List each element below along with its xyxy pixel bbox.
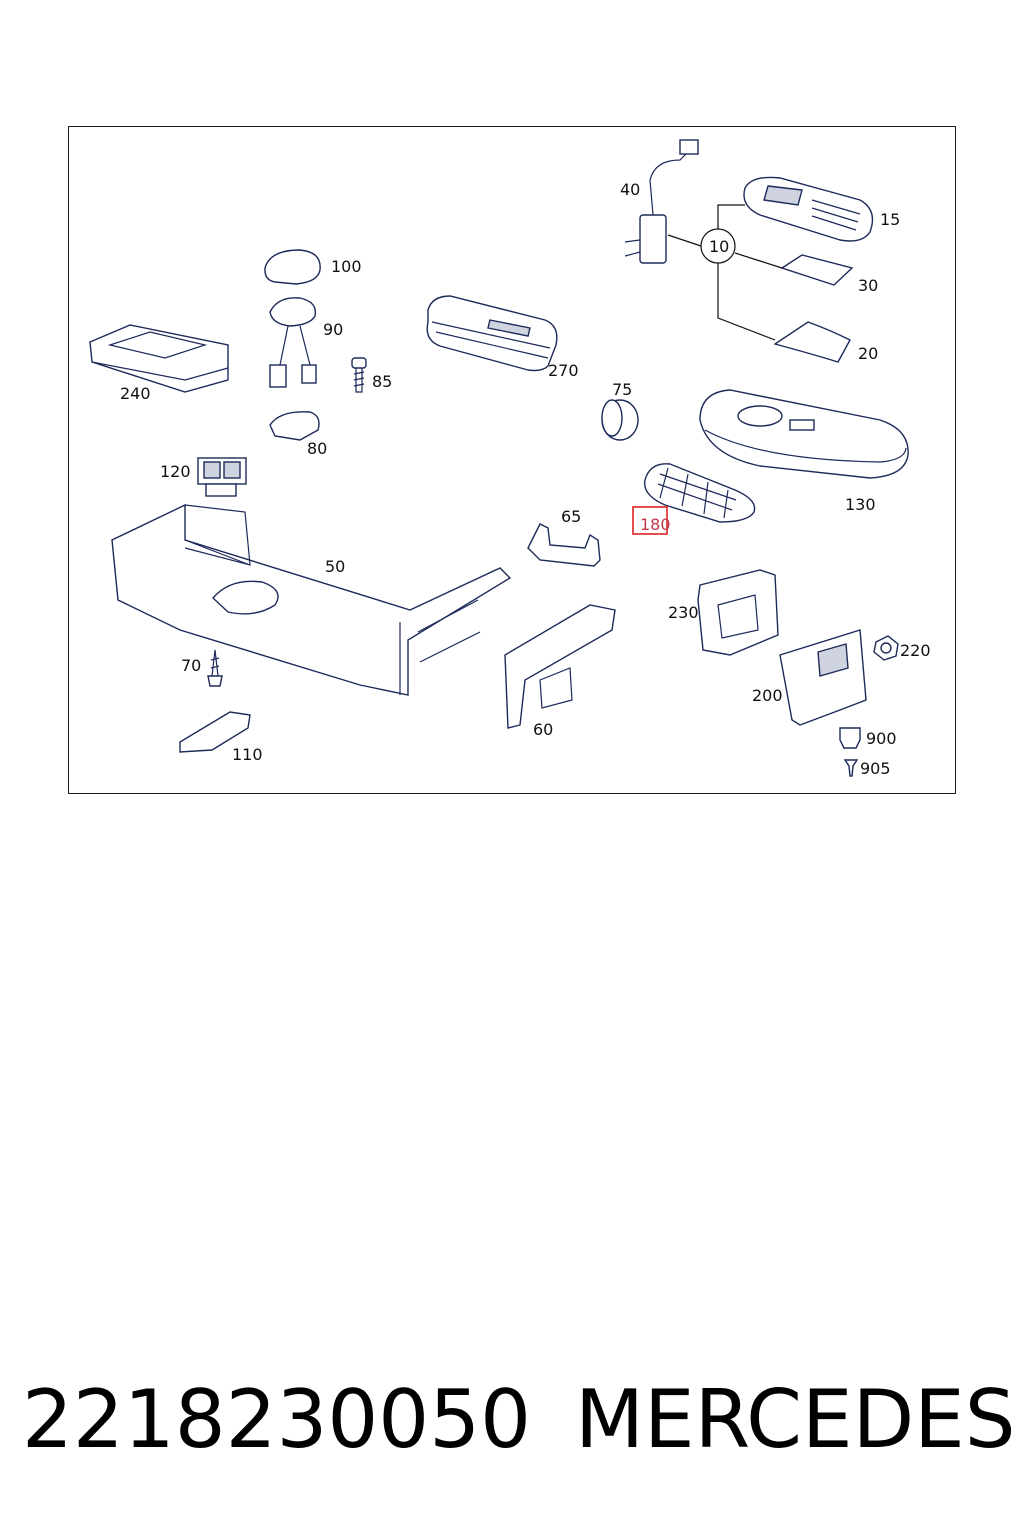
part-130-drawing — [699, 389, 909, 479]
part-50-drawing — [111, 503, 512, 696]
callout-110[interactable]: 110 — [232, 745, 263, 764]
part-number: 2218230050 — [22, 1373, 531, 1466]
callout-220[interactable]: 220 — [900, 641, 931, 660]
part-30-drawing — [780, 254, 854, 286]
part-200-drawing — [779, 629, 867, 726]
selected-callout-highlight — [632, 506, 668, 535]
part-120-drawing — [197, 457, 247, 497]
callout-200[interactable]: 200 — [752, 686, 783, 705]
callout-85[interactable]: 85 — [372, 372, 392, 391]
callout-900[interactable]: 900 — [866, 729, 897, 748]
brand-name: MERCEDES — [575, 1373, 1016, 1466]
callout-100[interactable]: 100 — [331, 257, 362, 276]
callout-130[interactable]: 130 — [845, 495, 876, 514]
part-60-drawing — [504, 604, 616, 729]
part-80-drawing — [269, 411, 320, 441]
part-905-drawing — [843, 759, 859, 777]
part-270-drawing — [426, 295, 558, 372]
part-70-drawing — [207, 649, 223, 687]
part-220-drawing — [873, 635, 899, 661]
callout-15[interactable]: 15 — [880, 210, 900, 229]
part-100-drawing — [264, 249, 321, 285]
part-20-drawing — [773, 321, 851, 363]
part-110-drawing — [179, 711, 251, 753]
callout-75[interactable]: 75 — [612, 380, 632, 399]
callout-180[interactable]: 180 — [640, 515, 671, 534]
callout-270[interactable]: 270 — [548, 361, 579, 380]
part-40-drawing — [624, 139, 699, 264]
part-900-drawing — [839, 727, 861, 749]
callout-70[interactable]: 70 — [181, 656, 201, 675]
callout-80[interactable]: 80 — [307, 439, 327, 458]
part-90-drawing — [269, 297, 317, 388]
callout-230[interactable]: 230 — [668, 603, 699, 622]
part-230-drawing — [697, 569, 779, 656]
footer-caption: 2218230050 MERCEDES — [0, 1370, 1024, 1470]
diagram-frame — [68, 126, 956, 794]
callout-240[interactable]: 240 — [120, 384, 151, 403]
callout-40[interactable]: 40 — [620, 180, 640, 199]
part-85-drawing — [351, 357, 367, 393]
callout-60[interactable]: 60 — [533, 720, 553, 739]
part-75-drawing — [601, 399, 639, 441]
callout-50[interactable]: 50 — [325, 557, 345, 576]
callout-10-group — [667, 204, 783, 341]
callout-65[interactable]: 65 — [561, 507, 581, 526]
callout-120[interactable]: 120 — [160, 462, 191, 481]
callout-90[interactable]: 90 — [323, 320, 343, 339]
part-65-drawing — [527, 523, 601, 567]
callout-10[interactable]: 10 — [709, 237, 729, 256]
callout-30[interactable]: 30 — [858, 276, 878, 295]
part-240-drawing — [89, 324, 229, 393]
part-180-drawing — [643, 463, 756, 523]
callout-20[interactable]: 20 — [858, 344, 878, 363]
part-15-drawing — [743, 176, 874, 242]
callout-905[interactable]: 905 — [860, 759, 891, 778]
